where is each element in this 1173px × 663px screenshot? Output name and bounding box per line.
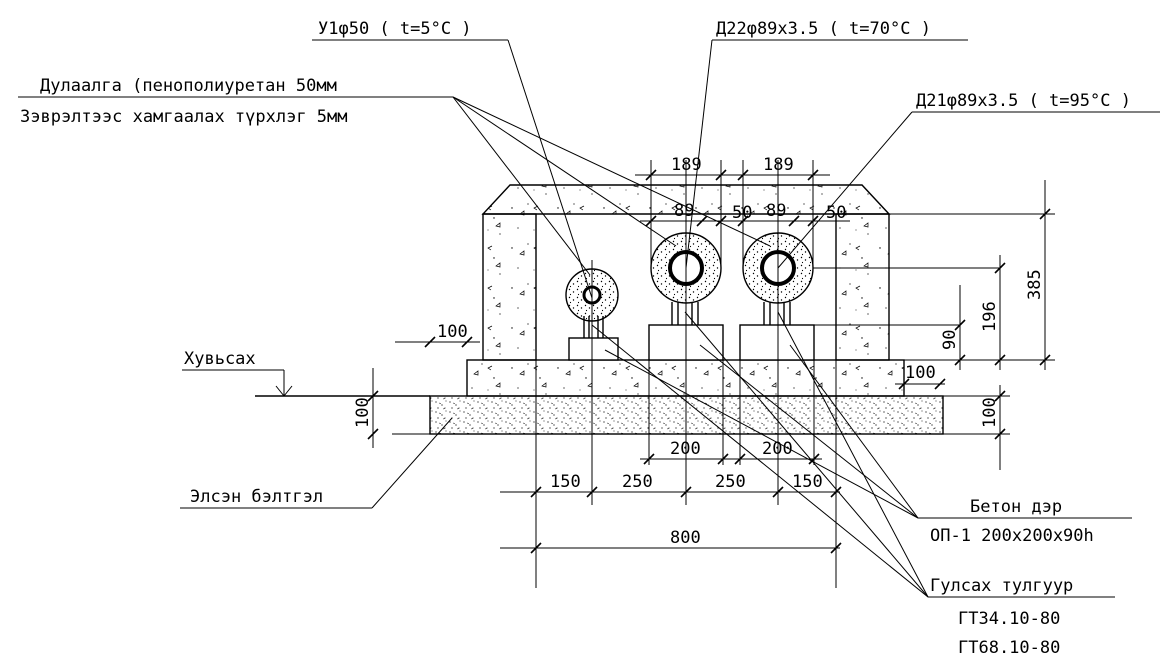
dim-left-100-sand: 100 (353, 397, 373, 428)
concrete-pad-u1 (568, 337, 619, 361)
concrete-pad-d21 (739, 324, 815, 361)
dim-right-196: 196 (980, 301, 1000, 332)
dim-bot-150-a: 150 (550, 472, 581, 492)
dimension-lines (372, 174, 1046, 549)
dim-bot-250-b: 250 (715, 472, 746, 492)
dim-bot-800: 800 (670, 528, 701, 548)
label-sand-bed: Элсэн бэлтгэл (190, 487, 323, 507)
dim-gap-50-a: 50 (732, 203, 752, 223)
dim-bot-250-a: 250 (622, 472, 653, 492)
left-wall (482, 213, 537, 361)
leader-lines (18, 39, 1160, 598)
dim-left-100-wall: 100 (437, 322, 468, 342)
label-concrete-pad-spec: ОП-1 200x200x90h (930, 526, 1094, 546)
label-concrete-pad-title: Бетон дэр (970, 497, 1062, 517)
extension-lines (392, 160, 1055, 588)
label-sliding-support-spec2: ГТ68.10-80 (958, 638, 1060, 658)
label-pipe-u1: У1φ50 ( t=5°C ) (318, 19, 472, 39)
dim-right-100-sand: 100 (980, 397, 1000, 428)
dimension-ticks (367, 169, 1051, 554)
dim-top-189-b: 189 (763, 155, 794, 175)
dim-top-189-a: 189 (671, 155, 702, 175)
dim-bot-150-b: 150 (792, 472, 823, 492)
dim-right-385: 385 (1025, 269, 1045, 300)
dim-right-90: 90 (940, 330, 960, 350)
dim-pipe-89-b: 89 (766, 201, 786, 221)
dim-gap-50-b: 50 (826, 203, 846, 223)
dim-right-100-base: 100 (905, 363, 936, 383)
label-pipe-d22: Д22φ89x3.5 ( t=70°C ) (716, 19, 931, 39)
right-wall (835, 213, 890, 361)
ground-level-mark (182, 369, 430, 397)
sliding-support-legs (583, 302, 791, 338)
label-insulation-line2: Зэврэлтээс хамгаалах түрхлэг 5мм (20, 107, 348, 127)
dim-bot-200-b: 200 (762, 439, 793, 459)
label-pipe-d21: Д21φ89x3.5 ( t=95°C ) (916, 91, 1131, 111)
dim-bot-200-a: 200 (670, 439, 701, 459)
label-sliding-support-title: Гулсах тулгуур (930, 576, 1073, 596)
label-ground-level: Хувьсах (184, 349, 256, 369)
label-insulation-line1: Дулаалга (пенополиуретан 50мм (40, 76, 337, 96)
label-sliding-support-spec1: ГТ34.10-80 (958, 609, 1060, 629)
dim-pipe-89-a: 89 (674, 201, 694, 221)
